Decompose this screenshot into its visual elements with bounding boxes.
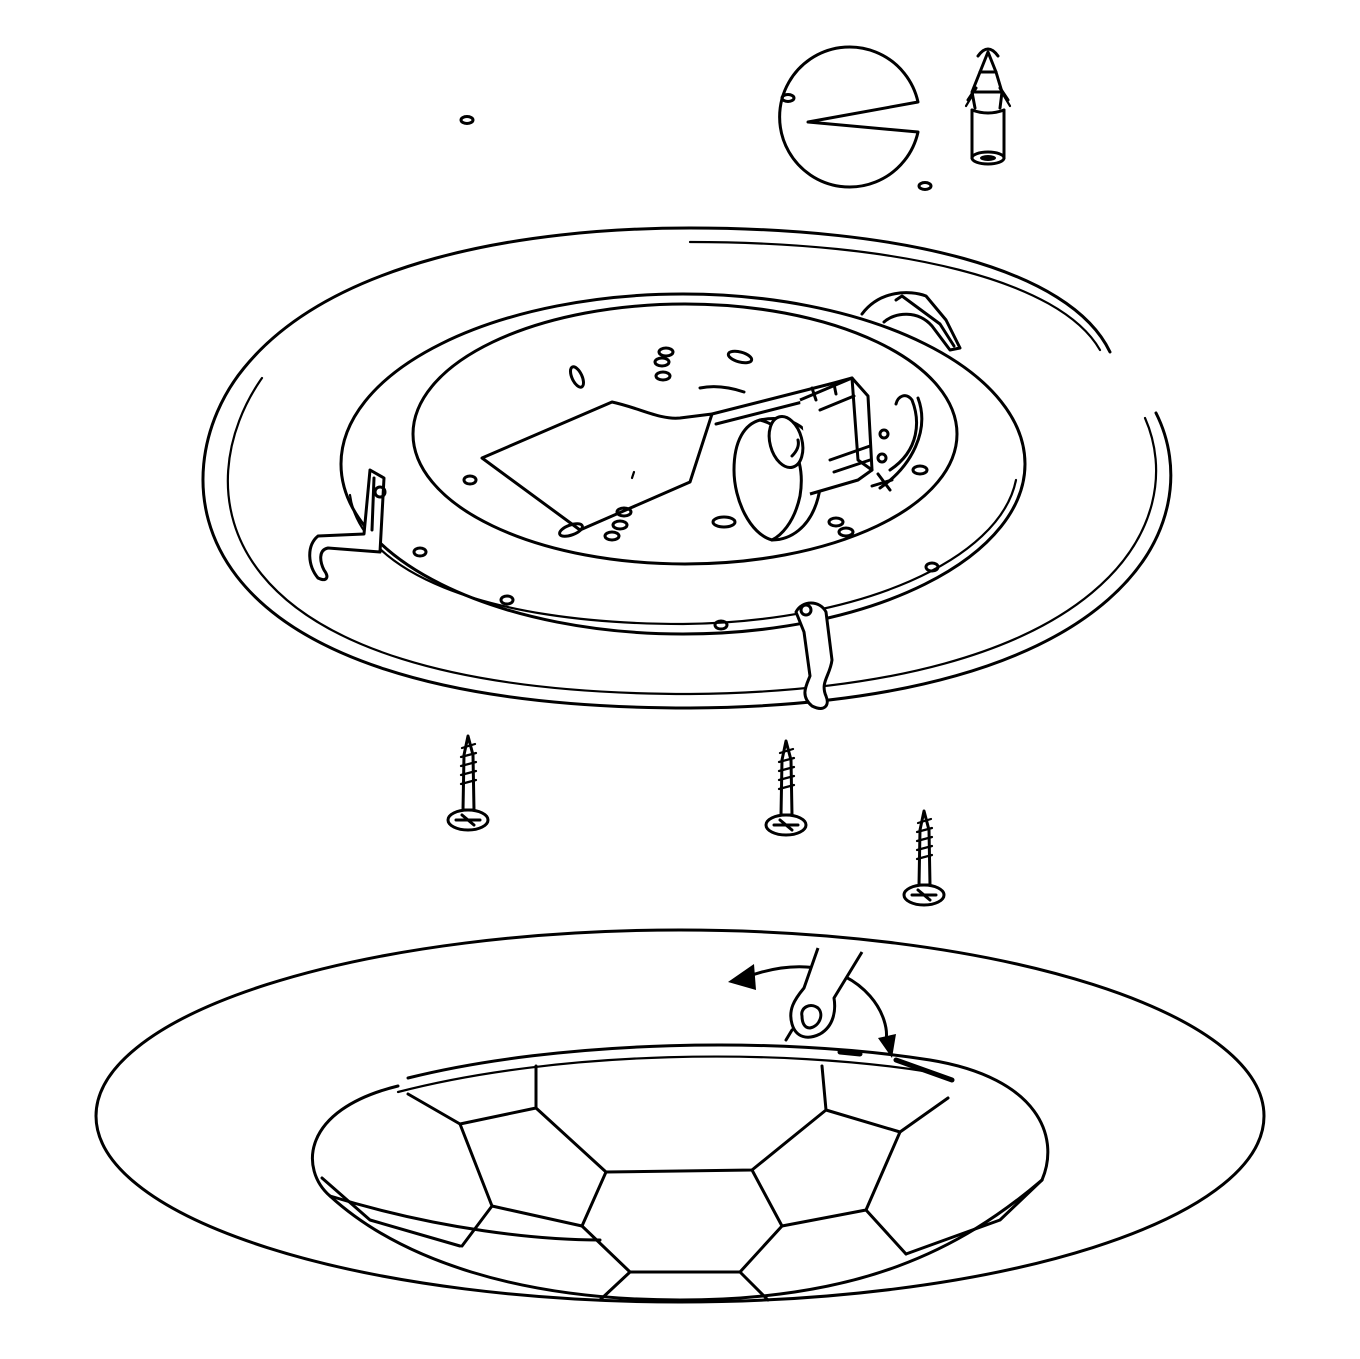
screw-icon xyxy=(764,739,808,837)
left-clip xyxy=(308,468,387,582)
wall-plug-detail xyxy=(778,45,1012,189)
hand-icon xyxy=(784,947,864,1042)
ceiling-drill-holes xyxy=(459,93,933,191)
mounting-plate xyxy=(201,226,1173,710)
screw-icon xyxy=(902,809,946,907)
mounting-holes xyxy=(412,346,940,631)
shade-facets xyxy=(320,1064,1044,1302)
wall-plug-icon xyxy=(964,47,1012,166)
screws xyxy=(446,734,946,907)
front-clip xyxy=(794,601,834,710)
terminal-block xyxy=(799,376,894,496)
glass-shade xyxy=(94,928,1266,1304)
twist-lock-arrow xyxy=(728,964,896,1058)
screw-icon xyxy=(446,734,490,832)
